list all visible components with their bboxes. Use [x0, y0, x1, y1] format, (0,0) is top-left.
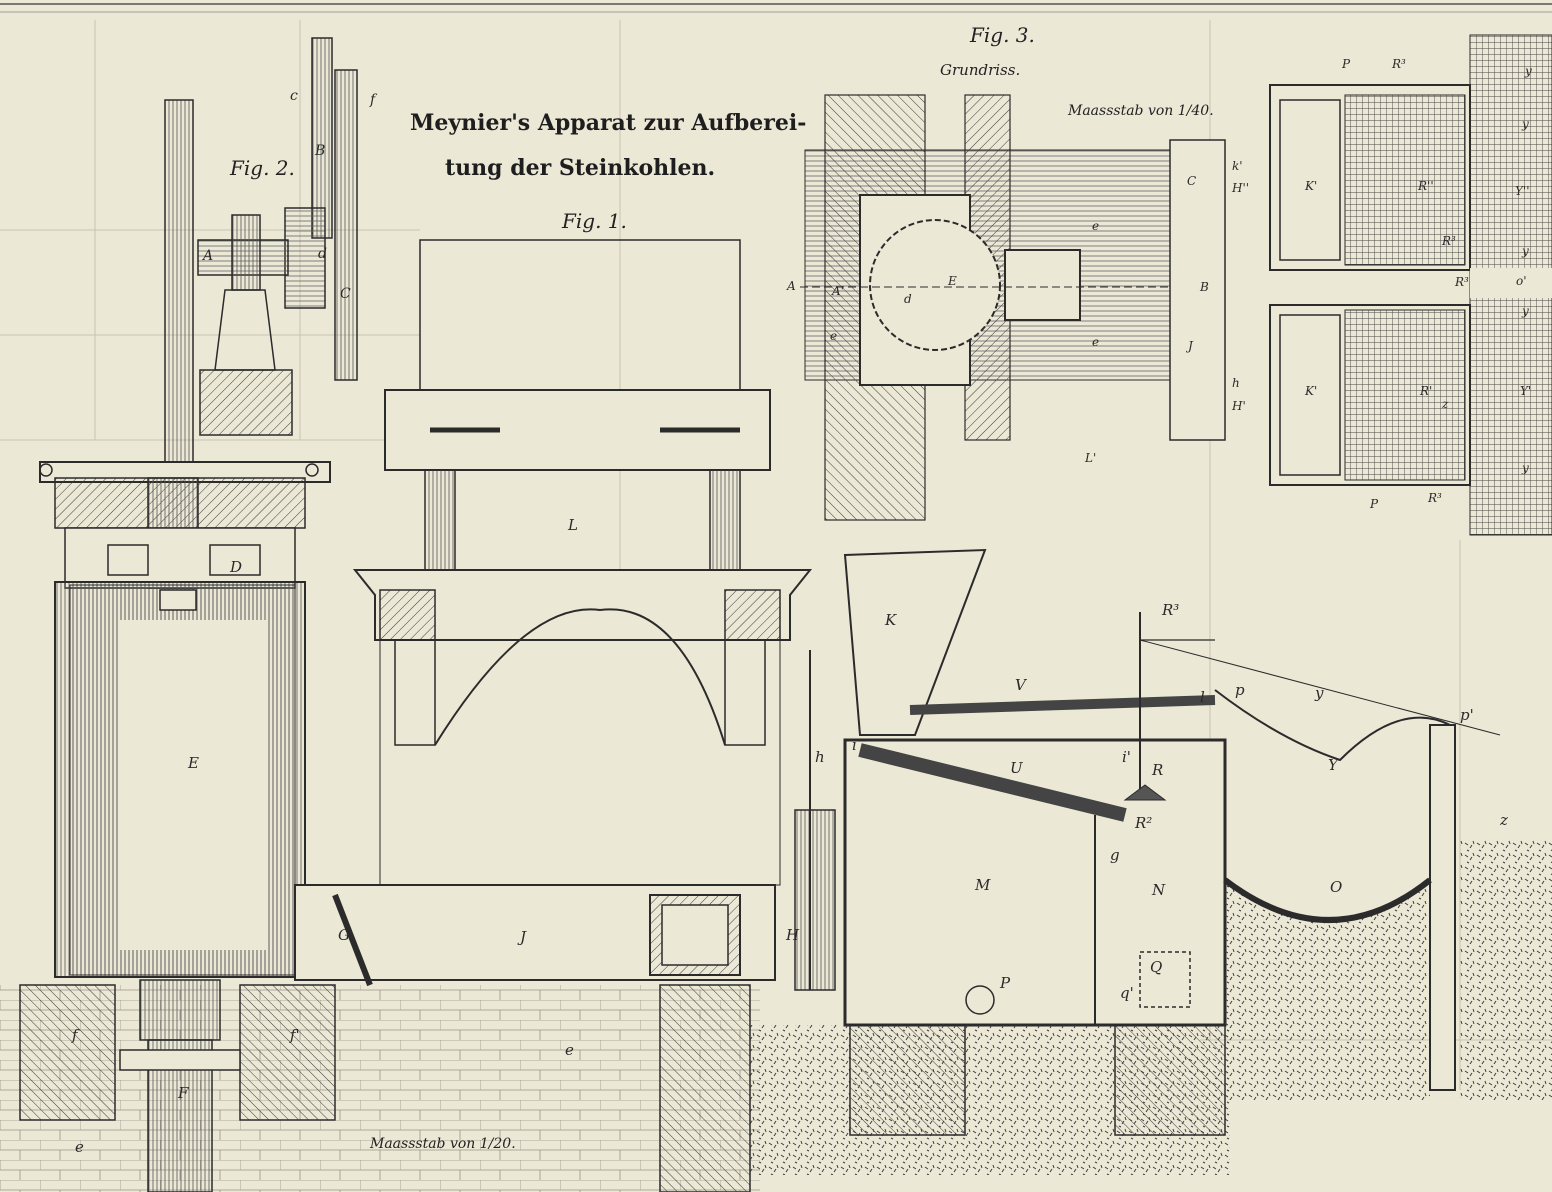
fig2-drawing — [197, 37, 358, 436]
label-Q: Q — [1150, 958, 1162, 976]
label-f: f — [71, 1026, 80, 1044]
fig2-label-d: d — [318, 246, 327, 262]
fig3-label-e2: e — [1092, 335, 1099, 349]
fig3-label-y3: y — [1521, 244, 1529, 258]
label-E: E — [187, 754, 199, 772]
label-R3: R³ — [1161, 601, 1179, 619]
fig3-label-H-bottom: H' — [1231, 399, 1246, 413]
fig2-label-B: B — [314, 143, 325, 159]
plate-title-line2: tung der Steinkohlen. — [445, 155, 715, 181]
fig3-label-Y-top: Y'' — [1515, 184, 1530, 198]
label-y: y — [1314, 684, 1324, 702]
fig3-label-R3c: R³ — [1454, 275, 1469, 289]
fig3-label-J: J — [1185, 339, 1194, 353]
fig3-label-R3a: R³ — [1391, 57, 1406, 71]
label-l: l — [1200, 688, 1205, 706]
fig3-label-R-bottom: R' — [1419, 384, 1432, 398]
label-R2: R² — [1134, 814, 1152, 832]
label-K: K — [884, 611, 897, 629]
fig3-label-o-prime: o' — [1516, 274, 1527, 288]
fig2-label-C: C — [340, 286, 351, 302]
fig3-label-R3d: R³ — [1427, 491, 1442, 505]
label-N: N — [1151, 881, 1166, 899]
fig3-label-R-top: R'' — [1417, 179, 1434, 193]
fig1-cylinder — [39, 99, 331, 978]
fig3-label-z: z — [1441, 397, 1449, 411]
fig3-label-Y-bottom: Y' — [1520, 384, 1531, 398]
fig1-scale: Maassstab von 1/20. — [369, 1136, 516, 1152]
fig3-label-d: d — [904, 292, 912, 306]
fig3-label-A-prime: A' — [831, 284, 844, 298]
label-R: R — [1151, 761, 1163, 779]
label-e-right: e — [565, 1041, 574, 1059]
fig3-label-H-top: H'' — [1231, 181, 1249, 195]
fig3-label-L-prime: L' — [1084, 451, 1096, 465]
fig1-upper-frame — [352, 239, 813, 886]
fig3-scale: Maassstab von 1/40. — [1067, 103, 1214, 119]
fig1-ground — [750, 840, 1552, 1175]
fig1-label: Fig. 1. — [561, 209, 627, 233]
label-Y: Y — [1328, 756, 1340, 774]
fig3-label-P-bottom: P — [1369, 497, 1379, 511]
label-D: D — [229, 558, 242, 576]
label-P: P — [999, 974, 1011, 992]
fig3-caption: Grundriss. — [940, 61, 1020, 79]
label-i-prime: i' — [1122, 748, 1131, 766]
fig3-label: Fig. 3. — [969, 23, 1035, 47]
label-V: V — [1015, 676, 1028, 694]
fig3-label-k-top: k' — [1232, 159, 1243, 173]
fig3-label-e3: e — [830, 329, 837, 343]
fig1-letters: E D G J H F f f' e e L K h i V U M N R R… — [71, 516, 1508, 1156]
fig3-label-h: h — [1232, 376, 1240, 390]
label-L: L — [567, 516, 578, 534]
label-U: U — [1010, 759, 1024, 777]
fig3-label-y2: y — [1521, 117, 1529, 131]
fig3-label-E: E — [947, 274, 957, 288]
fig2-label: Fig. 2. — [229, 156, 295, 180]
fig3-plan — [800, 34, 1552, 536]
plate-title-line1: Meynier's Apparat zur Aufberei- — [410, 110, 806, 136]
fig3-label-K-prime-bottom: K' — [1304, 384, 1317, 398]
label-O: O — [1330, 878, 1342, 896]
fig2-label-f: f — [369, 92, 378, 108]
fig3-label-K-prime-top: K' — [1304, 179, 1317, 193]
label-f-prime: f' — [289, 1026, 300, 1044]
label-q-prime: q' — [1120, 984, 1134, 1002]
label-G: G — [338, 926, 350, 944]
fig3-label-e1: e — [1092, 219, 1099, 233]
label-e-left: e — [75, 1138, 84, 1156]
fig1-channel — [294, 650, 836, 991]
label-J: J — [517, 928, 527, 946]
fig3-letters: A A' B C d E e e e J L' K' K' H'' H' k' … — [786, 57, 1532, 511]
fig2-label-c: c — [290, 88, 298, 104]
label-p-prime: p' — [1460, 706, 1474, 724]
fig3-label-P-top: P — [1341, 57, 1351, 71]
fig3-label-A: A — [786, 279, 796, 293]
fig1-foundation — [0, 979, 760, 1192]
fig3-label-y1: y — [1524, 64, 1532, 78]
fig3-label-B: B — [1199, 280, 1209, 294]
label-F: F — [177, 1084, 189, 1102]
fig2-label-A: A — [201, 248, 213, 264]
label-z: z — [1499, 811, 1508, 829]
title-block: Meynier's Apparat zur Aufberei- tung der… — [410, 110, 806, 181]
label-H: H — [785, 926, 800, 944]
label-M: M — [974, 876, 991, 894]
label-p: p — [1235, 681, 1245, 699]
label-i: i — [852, 736, 857, 754]
fig3-label-R3b: R³ — [1441, 234, 1456, 248]
fig3-label-y5: y — [1521, 461, 1529, 475]
label-h: h — [815, 748, 825, 766]
fig3-label-C: C — [1187, 174, 1196, 188]
fig2-letters: A B C c d f — [201, 88, 378, 302]
fig3-label-y4: y — [1521, 304, 1529, 318]
label-g: g — [1110, 846, 1120, 864]
